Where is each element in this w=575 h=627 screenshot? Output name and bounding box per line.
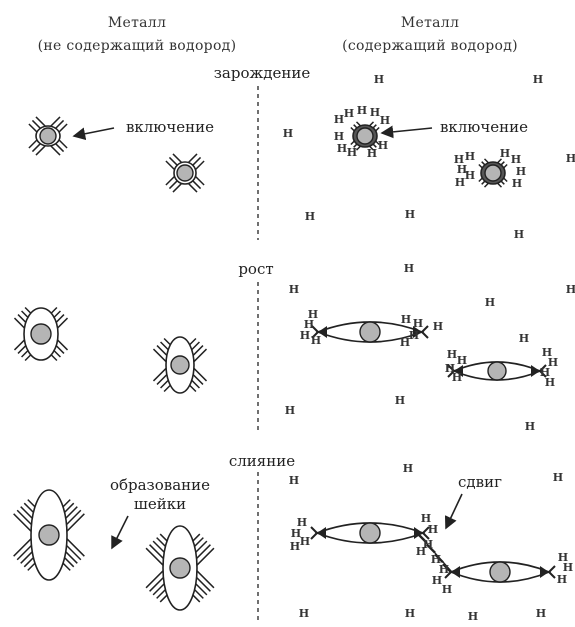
hydrogen-atom-16: H [367, 147, 377, 160]
hydrogen-atom-10: H [357, 104, 367, 117]
hydrogen-atom-28: H [404, 262, 414, 275]
void-nucleation-left-1 [29, 117, 67, 155]
hydrogen-atom-12: H [380, 114, 390, 127]
hydrogen-atom-31: H [519, 332, 529, 345]
hydrogen-atom-6: H [405, 208, 415, 221]
hydrogen-atom-5: H [305, 210, 315, 223]
hydrogen-atom-51: H [545, 376, 555, 389]
void-growth-left-2 [153, 337, 206, 393]
hydrogen-atom-53: H [403, 462, 413, 475]
hydrogen-atom-17: H [378, 139, 388, 152]
hydrogen-atom-11: H [370, 106, 380, 119]
hydrogen-atom-55: H [299, 607, 309, 620]
hydrogen-atom-15: H [347, 146, 357, 159]
hydrogen-atom-47: H [452, 371, 462, 384]
hydrogen-atom-57: H [468, 610, 478, 623]
hydrogen-atom-70: H [442, 583, 452, 596]
hydrogen-atom-3: H [283, 127, 293, 140]
hydrogen-atom-33: H [285, 404, 295, 417]
hydrogen-atom-30: H [485, 296, 495, 309]
hydrogen-atom-1: H [374, 73, 384, 86]
hydrogen-atom-43: H [400, 336, 410, 349]
hydrogen-atom-29: H [566, 283, 575, 296]
hydrogen-atom-22: H [455, 176, 465, 189]
void-coalescence-left-2 [146, 526, 214, 610]
hydrogen-atom-14: H [337, 142, 347, 155]
arrow-necking [112, 516, 128, 548]
hydrogen-atom-32: H [433, 320, 443, 333]
arrow-inclusion-right [382, 128, 432, 133]
hydrogen-atom-4: H [566, 152, 575, 165]
hydrogen-atom-69: H [432, 574, 442, 587]
label-inclusion-left: включение [126, 118, 214, 136]
hydrogen-atom-21: H [465, 169, 475, 182]
right-header-title: Металл [401, 15, 459, 31]
hydrogen-atom-56: H [405, 607, 415, 620]
hydrogen-atom-66: H [416, 545, 426, 558]
voids-group [14, 117, 555, 610]
hydrogen-atom-19: H [465, 150, 475, 163]
void-coalescence-left-1 [14, 490, 85, 580]
label-necking-line2: шейки [134, 495, 186, 513]
hydrogen-atom-54: H [553, 471, 563, 484]
label-necking-line1: образование [110, 476, 210, 494]
hydrogen-atom-25: H [512, 177, 522, 190]
stage-label-coalescence: слияние [229, 452, 295, 470]
right-header-subtitle: (содержащий водород) [342, 38, 518, 54]
arrow-shear [446, 494, 462, 528]
void-growth-left-1 [14, 307, 67, 360]
hydrogen-atom-2: H [533, 73, 543, 86]
hydrogen-atom-8: H [334, 113, 344, 126]
left-header-title: Металл [108, 15, 166, 31]
hydrogen-atom-52: H [289, 474, 299, 487]
label-shear: сдвиг [458, 473, 502, 491]
hydrogen-atom-40: H [401, 313, 411, 326]
hydrogen-atom-61: H [300, 535, 310, 548]
hydrogen-atom-62: H [290, 540, 300, 553]
hydrogen-atom-45: H [457, 354, 467, 367]
void-nucleation-left-2 [166, 154, 204, 192]
arrow-inclusion-left [74, 128, 114, 136]
hydrogen-atom-64: H [428, 523, 438, 536]
hydrogen-atom-27: H [289, 283, 299, 296]
hydrogen-atom-58: H [536, 607, 546, 620]
hydrogen-atom-73: H [557, 573, 567, 586]
hydrogen-atom-44: H [447, 348, 457, 361]
void-coalescence-right-1 [311, 523, 429, 543]
left-header-subtitle: (не содержащий водород) [38, 38, 237, 54]
hydrogen-atom-38: H [300, 329, 310, 342]
stage-label-nucleation: зарождение [214, 64, 311, 82]
label-inclusion-right: включение [440, 118, 528, 136]
hydrogen-atom-42: H [409, 329, 419, 342]
hydrogen-atom-39: H [311, 334, 321, 347]
hydrogen-atom-9: H [344, 107, 354, 120]
hydrogen-atom-34: H [395, 394, 405, 407]
void-coalescence-right-2 [445, 562, 555, 582]
hydrogen-atom-7: H [514, 228, 524, 241]
void-nucleation-right-2 [479, 159, 507, 187]
hydrogen-atom-35: H [525, 420, 535, 433]
hydrogen-atom-26: H [500, 147, 510, 160]
stage-label-growth: рост [238, 260, 273, 278]
